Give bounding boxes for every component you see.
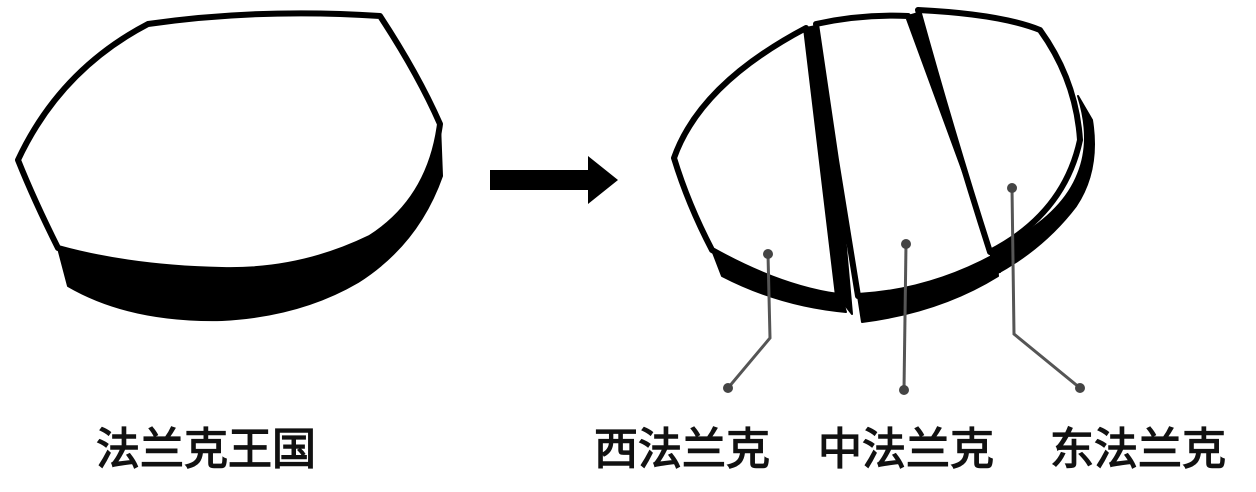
middle-francia-label: 中法兰克: [818, 424, 994, 475]
arrow-right-icon: [490, 156, 618, 204]
east-francia-shape: [915, 7, 1095, 275]
middle-francia-leader: [899, 239, 911, 395]
west-francia-shape: [671, 23, 853, 315]
west-francia-label: 西法兰克: [594, 424, 770, 475]
frankish-kingdom-shape: [15, 10, 443, 322]
east-francia-leader: [1007, 183, 1085, 393]
east-francia-label: 东法兰克: [1050, 424, 1226, 475]
kingdom-label: 法兰克王国: [96, 424, 316, 475]
west-francia-leader: [723, 249, 773, 393]
